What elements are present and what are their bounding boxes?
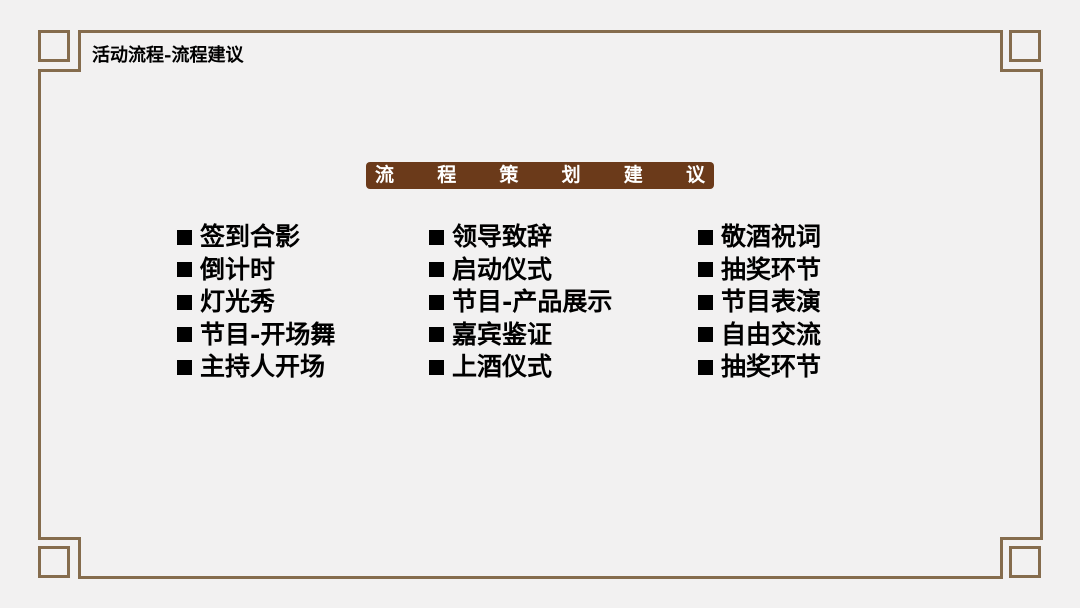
list-item: 节目-产品展示 — [429, 286, 612, 319]
list-item: 节目表演 — [698, 286, 821, 319]
list-item: 上酒仪式 — [429, 351, 612, 384]
list-item: 嘉宾鉴证 — [429, 319, 612, 352]
list-item-label: 主持人开场 — [200, 352, 326, 382]
corner-square-bottom-right — [1009, 546, 1041, 578]
square-bullet-icon — [429, 294, 444, 310]
square-bullet-icon — [429, 327, 444, 343]
list-column-3: 敬酒祝词 抽奖环节 节目表演 自由交流 抽奖环节 — [698, 221, 821, 384]
square-bullet-icon — [698, 359, 713, 375]
square-bullet-icon — [429, 229, 444, 245]
section-banner: 流 程 策 划 建 议 — [366, 162, 714, 189]
frame-notch-bl-v — [78, 537, 81, 579]
list-item-label: 倒计时 — [200, 254, 276, 284]
list-item-label: 节目表演 — [721, 287, 822, 317]
frame-bottom-line — [78, 576, 1003, 579]
frame-notch-bl-h — [38, 537, 81, 540]
frame-top-line — [78, 30, 1003, 33]
list-item: 签到合影 — [177, 221, 335, 254]
frame-notch-tr-h — [1000, 69, 1043, 72]
square-bullet-icon — [177, 262, 192, 278]
square-bullet-icon — [429, 262, 444, 278]
square-bullet-icon — [698, 229, 713, 245]
square-bullet-icon — [177, 294, 192, 310]
list-item-label: 节目-产品展示 — [452, 287, 613, 317]
frame-right-line — [1040, 69, 1043, 540]
square-bullet-icon — [177, 327, 192, 343]
list-item-label: 启动仪式 — [452, 254, 553, 284]
square-bullet-icon — [177, 359, 192, 375]
list-item-label: 抽奖环节 — [721, 254, 822, 284]
frame-notch-tl-h — [38, 69, 81, 72]
banner-char: 议 — [685, 164, 705, 186]
list-item-label: 灯光秀 — [200, 287, 276, 317]
list-column-1: 签到合影 倒计时 灯光秀 节目-开场舞 主持人开场 — [177, 221, 335, 384]
list-item: 主持人开场 — [177, 351, 335, 384]
list-column-2: 领导致辞 启动仪式 节目-产品展示 嘉宾鉴证 上酒仪式 — [429, 221, 612, 384]
list-item: 节目-开场舞 — [177, 319, 335, 352]
list-item: 倒计时 — [177, 254, 335, 287]
list-item: 自由交流 — [698, 319, 821, 352]
corner-square-top-left — [38, 30, 70, 62]
frame-notch-tr-v — [1000, 30, 1003, 72]
list-item-label: 签到合影 — [200, 222, 301, 252]
list-item: 灯光秀 — [177, 286, 335, 319]
frame-notch-br-h — [1000, 537, 1043, 540]
banner-char: 划 — [561, 164, 581, 186]
square-bullet-icon — [698, 262, 713, 278]
list-item-label: 领导致辞 — [452, 222, 553, 252]
list-item-label: 上酒仪式 — [452, 352, 553, 382]
square-bullet-icon — [698, 294, 713, 310]
list-item: 抽奖环节 — [698, 254, 821, 287]
square-bullet-icon — [177, 229, 192, 245]
banner-char: 程 — [437, 164, 457, 186]
corner-square-bottom-left — [38, 546, 70, 578]
list-item-label: 敬酒祝词 — [721, 222, 822, 252]
list-item: 敬酒祝词 — [698, 221, 821, 254]
square-bullet-icon — [429, 359, 444, 375]
frame-notch-br-v — [1000, 537, 1003, 579]
frame-notch-tl-v — [78, 30, 81, 72]
list-item-label: 抽奖环节 — [721, 352, 822, 382]
corner-square-top-right — [1009, 30, 1041, 62]
banner-char: 策 — [499, 164, 519, 186]
list-item: 领导致辞 — [429, 221, 612, 254]
list-item: 抽奖环节 — [698, 351, 821, 384]
square-bullet-icon — [698, 327, 713, 343]
banner-char: 流 — [375, 164, 395, 186]
page-title: 活动流程-流程建议 — [92, 45, 244, 66]
list-item: 启动仪式 — [429, 254, 612, 287]
banner-char: 建 — [623, 164, 643, 186]
list-item-label: 自由交流 — [721, 319, 822, 349]
list-item-label: 节目-开场舞 — [200, 319, 336, 349]
frame-left-line — [38, 69, 41, 540]
list-item-label: 嘉宾鉴证 — [452, 319, 553, 349]
